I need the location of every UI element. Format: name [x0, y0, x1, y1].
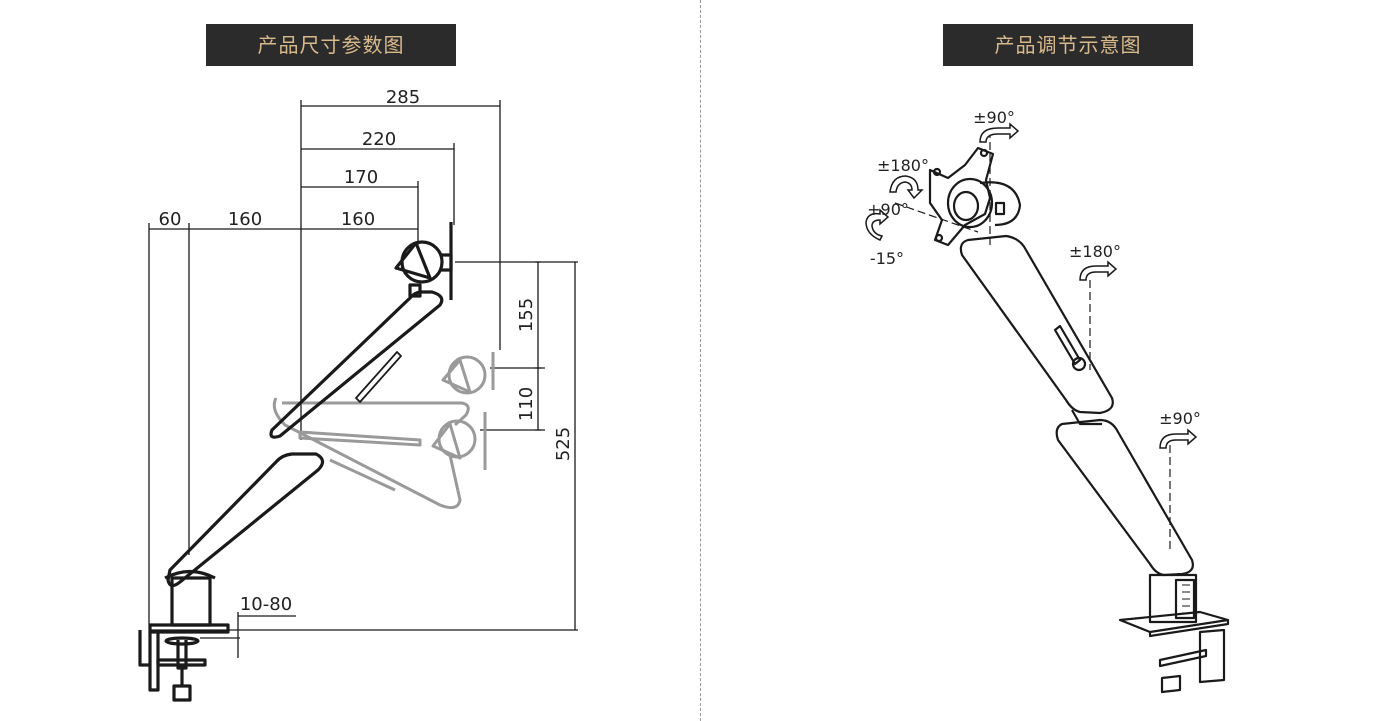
dim-170-label: 170	[344, 167, 378, 188]
dim-110-label: 110	[516, 387, 537, 421]
tilt-down-angle-label: -15°	[870, 249, 904, 268]
dim-220-label: 220	[362, 129, 396, 150]
dim-60-label: 60	[159, 209, 182, 230]
dim-285-label: 285	[386, 87, 420, 108]
dim-160-right-label: 160	[341, 209, 375, 230]
dim-10-80-label: 10-80	[240, 594, 292, 615]
rotate-angle-label: ±180°	[877, 156, 929, 175]
dimension-diagram-title: 产品尺寸参数图	[206, 24, 456, 66]
forearm-swivel-angle-label: ±180°	[1069, 242, 1121, 261]
dimension-diagram: 285 220 170 60 160 160 155 110 525 10-80	[138, 87, 578, 702]
top-swivel-angle-label: ±90°	[973, 108, 1015, 127]
adjustment-diagram-title: 产品调节示意图	[943, 24, 1193, 66]
dim-525-label: 525	[553, 427, 574, 461]
base-swivel-angle-label: ±90°	[1159, 409, 1201, 428]
tilt-up-angle-label: +90°	[867, 200, 909, 219]
dim-155-label: 155	[516, 298, 537, 332]
dim-160-left-label: 160	[228, 209, 262, 230]
panel-divider	[700, 0, 701, 721]
